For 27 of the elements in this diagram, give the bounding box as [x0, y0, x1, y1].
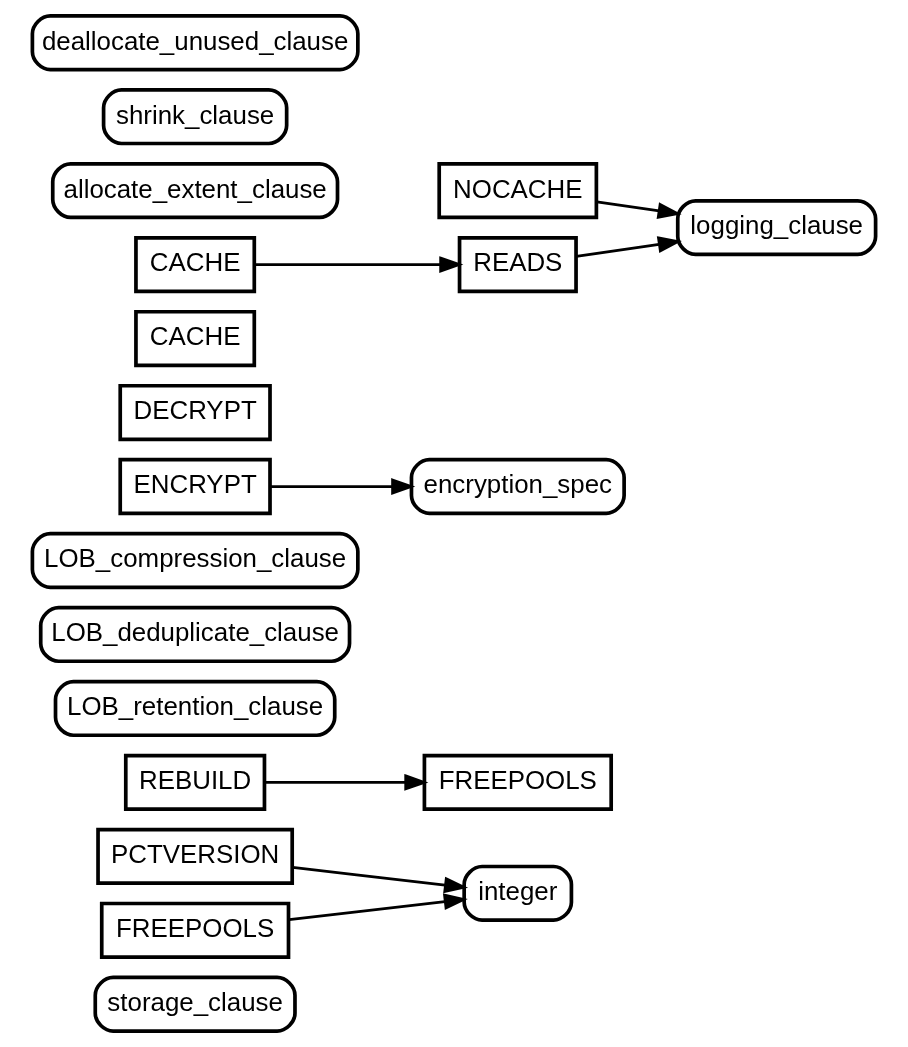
node-box: ENCRYPT	[118, 457, 272, 516]
arrow	[289, 893, 468, 921]
arrow	[292, 866, 469, 894]
node-box: REBUILD	[123, 753, 267, 812]
node-box: CACHE	[134, 309, 257, 368]
arrow	[254, 256, 464, 274]
arrow	[576, 236, 682, 258]
node-box: storage_clause	[93, 975, 297, 1033]
node-box: LOB_deduplicate_clause	[38, 605, 352, 664]
node-box: LOB_compression_clause	[30, 531, 360, 590]
node-box: allocate_extent_clause	[50, 162, 340, 220]
arrow	[270, 478, 416, 495]
node-box: FREEPOOLS	[422, 753, 614, 812]
node-box: logging_clause	[675, 199, 878, 257]
arrow	[596, 200, 682, 219]
node-box: encryption_spec	[409, 457, 626, 516]
node-box: CACHE	[134, 235, 257, 294]
node-box: LOB_retention_clause	[53, 679, 337, 738]
node-box: FREEPOOLS	[99, 901, 291, 959]
node-box: READS	[457, 235, 578, 294]
arrow	[264, 773, 429, 791]
node-box: PCTVERSION	[96, 827, 295, 885]
node-box: DECRYPT	[118, 383, 272, 442]
node-box: NOCACHE	[437, 162, 599, 220]
node-box: integer	[462, 864, 574, 922]
node-box: shrink_clause	[101, 88, 289, 146]
node-box: deallocate_unused_clause	[30, 14, 360, 72]
